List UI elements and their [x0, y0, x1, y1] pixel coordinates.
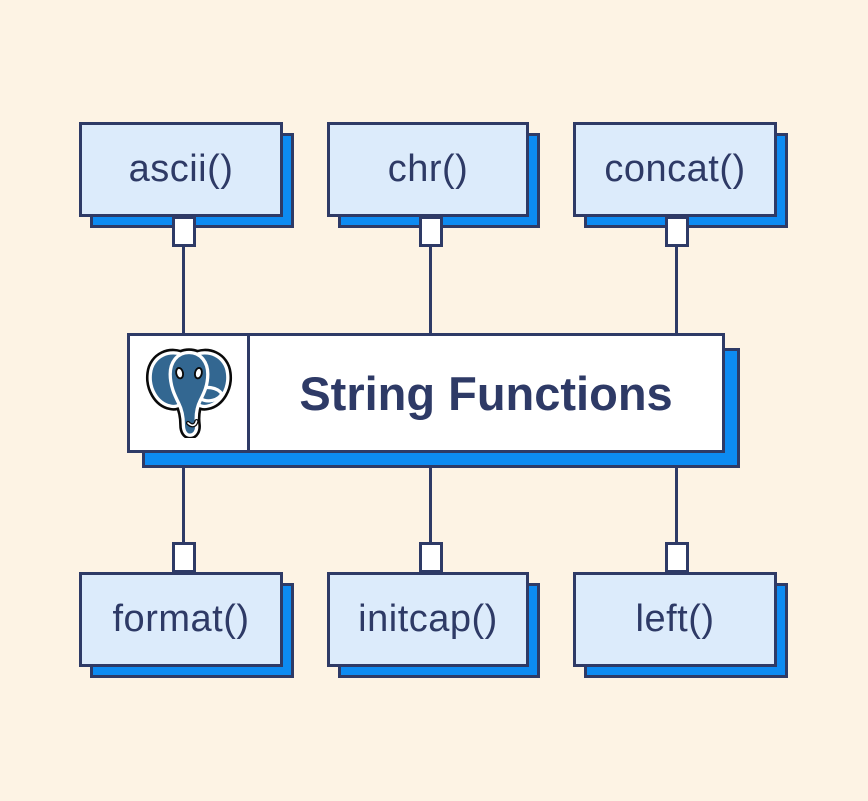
function-label: initcap(): [327, 572, 529, 667]
function-label: chr(): [327, 122, 529, 217]
function-label: ascii(): [79, 122, 283, 217]
connector-port: [419, 216, 443, 247]
connector-line-initcap: [429, 450, 432, 545]
connector-line-chr: [429, 245, 432, 337]
postgresql-elephant-icon: [142, 344, 236, 443]
connector-port: [665, 542, 689, 573]
connector-port: [172, 216, 196, 247]
function-box-initcap: initcap(): [327, 572, 540, 678]
logo-cell: [130, 336, 250, 450]
connector-line-left: [675, 450, 678, 545]
connector-port: [172, 542, 196, 573]
connector-line-format: [182, 450, 185, 545]
connector-line-concat: [675, 245, 678, 337]
connector-line-ascii: [182, 245, 185, 337]
connector-port: [665, 216, 689, 247]
function-box-ascii: ascii(): [79, 122, 294, 228]
diagram-title: String Functions: [299, 366, 673, 420]
function-label: format(): [79, 572, 283, 667]
central-title-box: String Functions: [127, 333, 740, 468]
function-box-format: format(): [79, 572, 294, 678]
function-box-chr: chr(): [327, 122, 540, 228]
central-face: String Functions: [127, 333, 725, 453]
connector-port: [419, 542, 443, 573]
function-label: left(): [573, 572, 777, 667]
function-box-left: left(): [573, 572, 788, 678]
function-box-concat: concat(): [573, 122, 788, 228]
function-label: concat(): [573, 122, 777, 217]
